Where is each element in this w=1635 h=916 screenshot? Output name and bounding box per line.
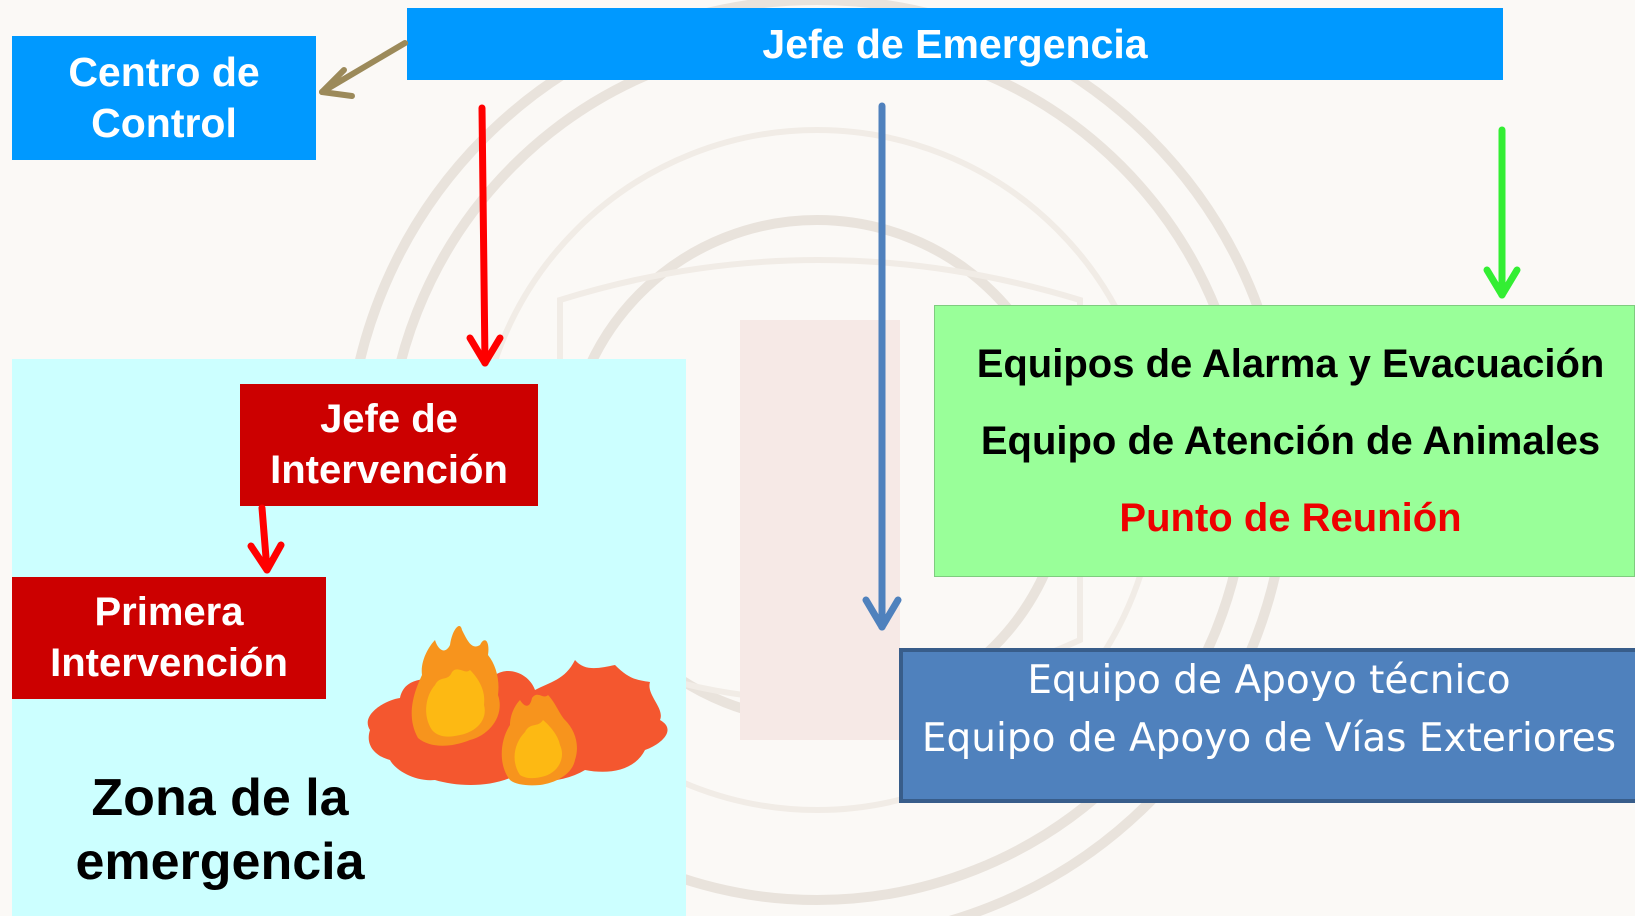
- jefe-intervencion-line-1: Jefe de: [320, 397, 458, 441]
- arrow-to-jefe-intervencion: [466, 104, 504, 367]
- primera-intervencion-line-1: Primera: [94, 590, 244, 634]
- zona-emergencia-label: Zona de la emergencia: [70, 766, 370, 894]
- equipo-animales-line: Equipo de Atención de Animales: [980, 418, 1601, 463]
- equipos-alarma-line: Equipos de Alarma y Evacuación: [976, 341, 1605, 386]
- arrow-to-equipo-apoyo: [862, 102, 902, 631]
- zona-line-2: emergencia: [75, 833, 365, 891]
- primera-intervencion-line-2: Intervención: [50, 641, 288, 685]
- centro-control-line-1: Centro de: [68, 49, 260, 95]
- jefe-intervencion-line-2: Intervención: [270, 448, 508, 492]
- jefe-emergencia-box: Jefe de Emergencia: [407, 8, 1503, 80]
- apoyo-vias-line: Equipo de Apoyo de Vías Exteriores: [921, 716, 1617, 761]
- arrow-to-equipos-alarma: [1483, 126, 1521, 299]
- zona-line-1: Zona de la: [91, 769, 349, 827]
- jefe-emergencia-label: Jefe de Emergencia: [762, 20, 1148, 67]
- equipo-apoyo-box: Equipo de Apoyo técnico Equipo de Apoyo …: [899, 648, 1635, 803]
- primera-intervencion-box: Primera Intervención: [12, 577, 326, 699]
- fire-icon: [367, 625, 668, 786]
- arrow-to-centro-control: [319, 40, 408, 99]
- centro-control-box: Centro de Control: [12, 36, 316, 160]
- arrow-to-primera-intervencion: [247, 504, 285, 574]
- centro-control-line-2: Control: [91, 100, 237, 146]
- punto-reunion-line: Punto de Reunión: [1119, 495, 1462, 540]
- apoyo-tecnico-line: Equipo de Apoyo técnico: [1027, 658, 1511, 703]
- jefe-intervencion-box: Jefe de Intervención: [240, 384, 538, 506]
- equipos-alarma-box: Equipos de Alarma y Evacuación Equipo de…: [934, 305, 1635, 577]
